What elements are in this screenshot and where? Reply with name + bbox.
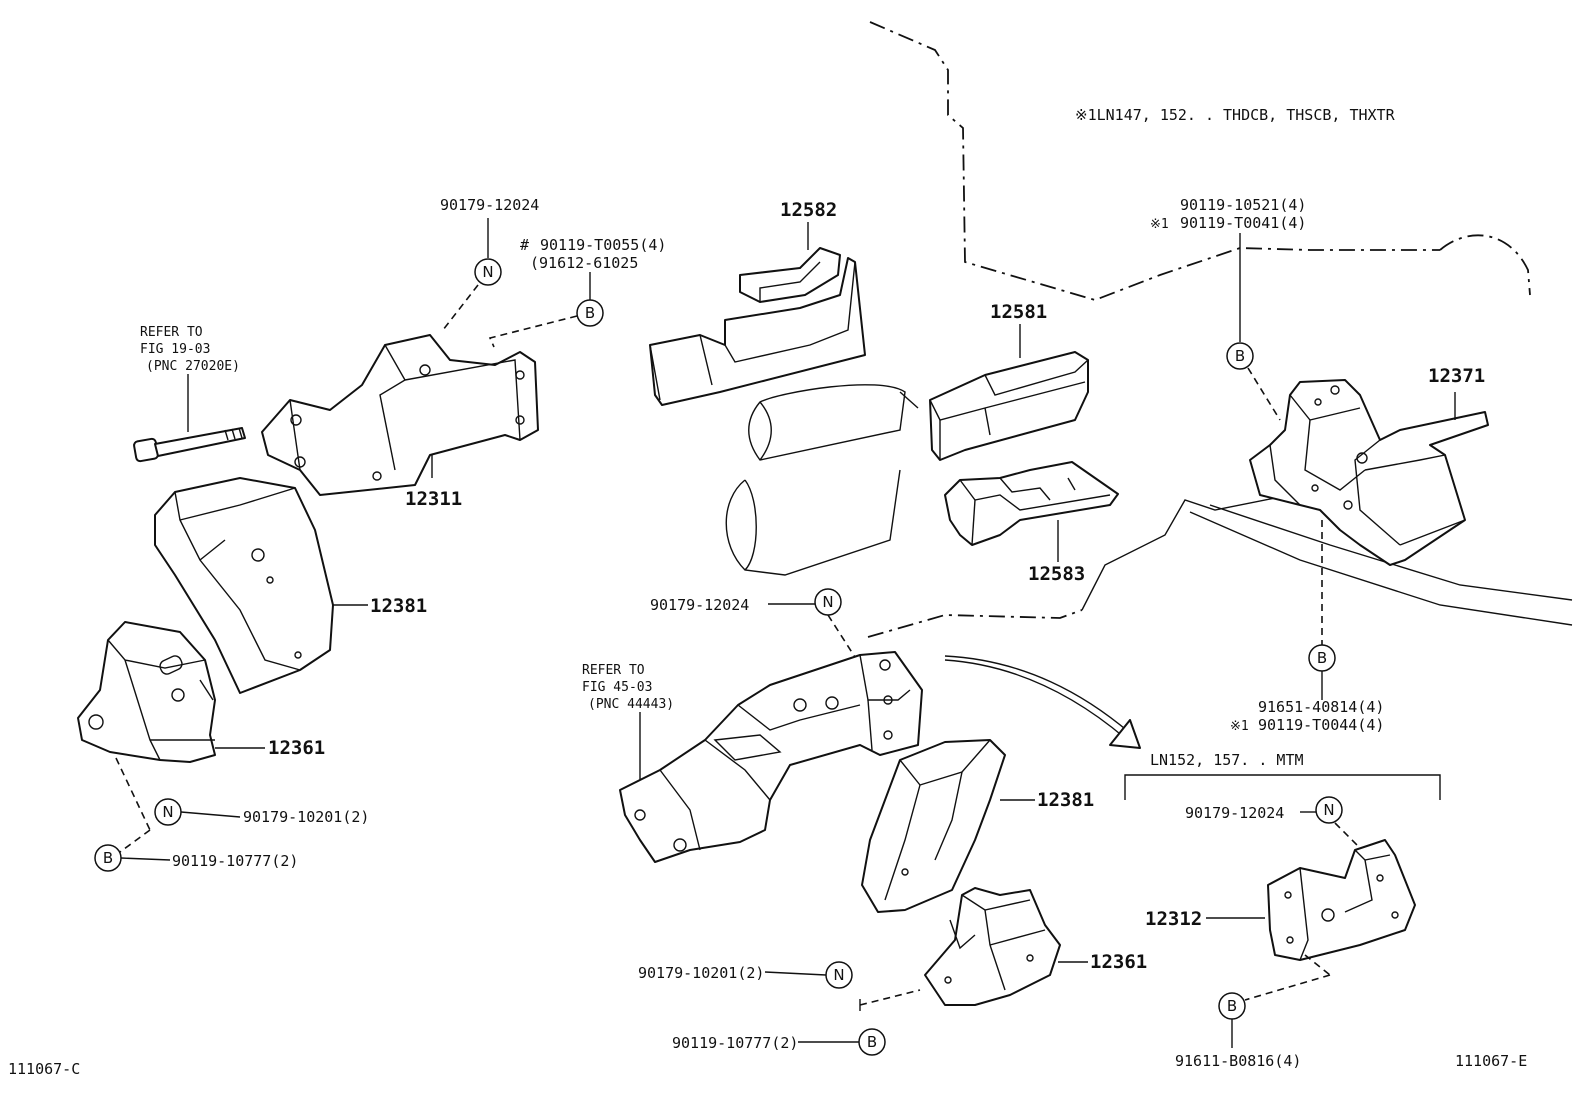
left-bolt-label-1: 90119-T0055(4) <box>540 236 666 254</box>
bolt-symbol: B <box>867 1033 877 1051</box>
right-bolt-label-b: 90119-T0041(4) <box>1180 214 1306 232</box>
nut-symbol-icon <box>1315 796 1343 824</box>
nut-symbol: N <box>162 803 173 821</box>
bolt-symbol-icon <box>576 299 604 327</box>
mtm-heading: LN152, 157. . MTM <box>1150 751 1304 769</box>
insulator-12381-center <box>861 739 1006 913</box>
mount-12371 <box>1249 379 1489 566</box>
left-refer-line3: (PNC 27020E) <box>146 359 240 374</box>
nut-symbol-icon <box>474 258 502 286</box>
pad-12582-label: 12582 <box>780 199 837 221</box>
right-bolt-label-c: 91651-40814(4) <box>1258 698 1384 716</box>
left-bolt-label-2: (91612-61025 <box>530 254 638 272</box>
nut-symbol: N <box>482 263 493 281</box>
insulator-12381-left-label: 12381 <box>370 595 427 617</box>
pad-12582 <box>649 247 866 406</box>
center-refer-line1: REFER TO <box>582 663 645 678</box>
center-refer-line2: FIG 45-03 <box>582 680 652 695</box>
bracket-12312 <box>1267 839 1416 961</box>
bolt-symbol-icon <box>858 1028 886 1056</box>
center-bolt-part-label: 90119-10777(2) <box>672 1034 798 1052</box>
center-group: 12582 12581 <box>582 199 1147 1056</box>
engine-outline <box>867 21 1573 638</box>
bolt-symbol: B <box>103 849 113 867</box>
insulator-12381-center-label: 12381 <box>1037 789 1094 811</box>
note-mark: ※1 <box>1150 217 1169 232</box>
mtm-nut-part-label: 90179-12024 <box>1185 804 1284 822</box>
hash-mark: # <box>520 236 529 254</box>
note-mark: ※1 <box>1230 719 1249 734</box>
right-group: 90119-10521(4) ※1 90119-T0041(4) B 12371… <box>1150 196 1489 734</box>
left-top-bolt-label: 90179-12024 <box>440 196 539 214</box>
bolt-symbol: B <box>1317 649 1327 667</box>
nut-symbol: N <box>833 966 844 984</box>
bolt-symbol: B <box>1235 347 1245 365</box>
figure-code-right: 111067-E <box>1455 1052 1527 1070</box>
left-bolt-part-label: 90119-10777(2) <box>172 852 298 870</box>
bolt-symbol: B <box>585 304 595 322</box>
mount-12371-label: 12371 <box>1428 365 1485 387</box>
nut-symbol: N <box>1323 801 1334 819</box>
nut-symbol: N <box>822 593 833 611</box>
pad-12583-label: 12583 <box>1028 563 1085 585</box>
nut-symbol-icon <box>825 961 853 989</box>
mount-12361-left-label: 12361 <box>268 737 325 759</box>
applicability-note: ※1LN147, 152. . THDCB, THSCB, THXTR <box>1075 106 1396 124</box>
center-nut-part-label: 90179-10201(2) <box>638 964 764 982</box>
mount-12361-center <box>924 887 1061 1006</box>
bolt-symbol: B <box>1227 997 1237 1015</box>
left-refer-line1: REFER TO <box>140 325 203 340</box>
right-bolt-label-a: 90119-10521(4) <box>1180 196 1306 214</box>
bracket-center <box>619 651 923 863</box>
mtm-group: LN152, 157. . MTM 90179-12024 N 12312 B … <box>1124 751 1441 1070</box>
bracket-12312-label: 12312 <box>1145 908 1202 930</box>
mount-12361-left <box>77 621 216 763</box>
right-bolt-label-d: 90119-T0044(4) <box>1258 716 1384 734</box>
center-refer-line3: (PNC 44443) <box>588 697 674 712</box>
mount-12361-center-label: 12361 <box>1090 951 1147 973</box>
left-group: 90179-12024 N # 90119-T0055(4) (91612-61… <box>77 196 666 872</box>
left-refer-line2: FIG 19-03 <box>140 342 210 357</box>
starter-motor <box>725 384 919 576</box>
bolt-symbol-icon <box>1226 342 1254 370</box>
bracket-12311-label: 12311 <box>405 488 462 510</box>
left-nut-part-label: 90179-10201(2) <box>243 808 369 826</box>
pad-12581-label: 12581 <box>990 301 1047 323</box>
center-top-bolt-label: 90179-12024 <box>650 596 749 614</box>
figure-code-left: 111067-C <box>8 1060 80 1078</box>
pad-12581 <box>929 351 1089 461</box>
through-bolt <box>133 427 246 463</box>
pad-12583 <box>944 461 1119 546</box>
direction-arrow <box>944 655 1141 749</box>
mtm-bolt-part-label: 91611-B0816(4) <box>1175 1052 1301 1070</box>
bracket-12311 <box>261 334 539 496</box>
insulator-12381-left <box>154 477 334 694</box>
